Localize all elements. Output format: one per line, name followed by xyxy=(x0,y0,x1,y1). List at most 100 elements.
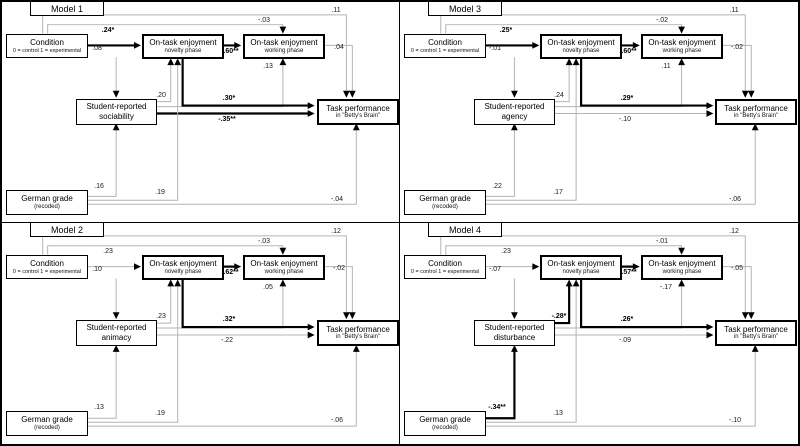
arrow-german-to-mediator xyxy=(485,344,518,420)
coef-condition-to-novelty: .25* xyxy=(499,27,513,34)
node-german-grade: German grade (recoded) xyxy=(404,190,486,215)
arrow-working-to-task xyxy=(322,44,356,98)
node-task-performance-subtitle: in "Betty's Brain" xyxy=(733,334,779,341)
node-condition-subtitle: 0 = control 1 = experimental xyxy=(410,268,480,275)
node-enjoyment-working: On-task enjoyment working phase xyxy=(243,255,325,280)
coef-novelty-to-task: .30* xyxy=(222,95,236,102)
node-enjoyment-novelty-title: On-task enjoyment xyxy=(547,259,615,269)
node-mediator: Student-reported sociability xyxy=(76,99,157,125)
arrow-condition-to-mediator xyxy=(112,278,120,320)
node-enjoyment-working-title: On-task enjoyment xyxy=(250,38,318,48)
node-task-performance: Task performance in "Betty's Brain" xyxy=(715,320,797,346)
coef-german-to-mediator: -.34** xyxy=(488,404,506,411)
model-title-label: Model 3 xyxy=(448,3,482,14)
arrow-novelty-to-working xyxy=(620,42,640,49)
arrow-novelty-to-task xyxy=(579,279,714,331)
coef-condition-to-novelty: .23 xyxy=(501,248,511,255)
path-arrows-layer xyxy=(440,14,759,205)
node-enjoyment-novelty: On-task enjoyment novelty phase xyxy=(540,34,622,59)
node-mediator-title: Student-reported xyxy=(86,102,147,112)
arrow-mediator-to-task xyxy=(554,110,714,117)
arrow-condition-to-mediator xyxy=(511,278,518,320)
arrow-novelty-to-task xyxy=(579,58,714,109)
node-enjoyment-novelty-title: On-task enjoyment xyxy=(149,259,217,269)
node-task-performance-subtitle: in "Betty's Brain" xyxy=(733,113,779,120)
arrow-condition-to-working xyxy=(445,24,685,34)
node-enjoyment-working-title: On-task enjoyment xyxy=(648,259,716,269)
node-german-grade-subtitle: (recoded) xyxy=(34,424,60,431)
arrow-mediator-to-task xyxy=(155,331,315,339)
coef-novelty-to-task: .32* xyxy=(222,316,236,323)
arrow-german-to-novelty xyxy=(485,58,580,201)
node-enjoyment-working: On-task enjoyment working phase xyxy=(641,34,723,59)
coef-german-to-novelty: .17 xyxy=(553,189,563,196)
arrow-german-to-task xyxy=(485,123,759,205)
coef-condition-to-working: -.03 xyxy=(257,238,271,245)
arrow-german-to-novelty xyxy=(485,279,580,423)
coef-mediator-to-working: .11 xyxy=(661,63,671,70)
coef-german-to-mediator: .22 xyxy=(492,183,502,190)
node-task-performance: Task performance in "Betty's Brain" xyxy=(715,99,797,125)
coef-condition-to-working: -.01 xyxy=(655,238,669,245)
coef-condition-to-novelty: .23 xyxy=(103,248,113,255)
node-german-grade-subtitle: (recoded) xyxy=(432,203,458,210)
node-enjoyment-novelty-subtitle: novelty phase xyxy=(164,268,202,275)
node-mediator-subtitle: agency xyxy=(501,112,528,121)
coef-condition-to-task: .12 xyxy=(331,228,341,235)
arrow-condition-to-novelty xyxy=(87,42,141,49)
node-condition-title: Condition xyxy=(30,258,64,268)
coef-mediator-to-task: -.22 xyxy=(220,337,234,344)
arrow-condition-to-novelty xyxy=(485,263,540,270)
path-arrows-layer xyxy=(440,235,759,427)
coef-condition-to-task: .11 xyxy=(331,7,341,14)
arrow-mediator-to-novelty xyxy=(554,58,573,103)
node-task-performance-title: Task performance xyxy=(724,324,788,334)
node-german-grade-title: German grade xyxy=(21,194,73,204)
node-enjoyment-novelty: On-task enjoyment novelty phase xyxy=(540,255,622,280)
coef-german-to-novelty: .19 xyxy=(155,189,165,196)
arrow-condition-to-working xyxy=(445,245,685,255)
node-german-grade: German grade (recoded) xyxy=(6,411,88,436)
arrow-german-to-novelty xyxy=(87,58,182,201)
node-enjoyment-working: On-task enjoyment working phase xyxy=(641,255,723,280)
node-enjoyment-working-subtitle: working phase xyxy=(662,47,702,54)
coef-mediator-to-working: -.17 xyxy=(659,284,673,291)
node-condition-subtitle: 0 = control 1 = experimental xyxy=(410,47,480,54)
model-title-label: Model 2 xyxy=(50,224,84,235)
path-arrows-layer xyxy=(42,235,360,427)
coef-german-to-mediator: .13 xyxy=(94,404,104,411)
node-task-performance-subtitle: in "Betty's Brain" xyxy=(335,334,381,341)
node-condition-title: Condition xyxy=(30,37,64,47)
node-enjoyment-novelty-subtitle: novelty phase xyxy=(562,268,600,275)
arrow-condition-to-novelty xyxy=(87,263,141,270)
node-enjoyment-novelty-title: On-task enjoyment xyxy=(547,38,615,48)
coef-german-to-task: -.06 xyxy=(728,196,742,203)
node-condition-subtitle: 0 = control 1 = experimental xyxy=(12,47,82,54)
arrow-condition-to-working xyxy=(47,245,287,255)
coef-condition-to-working: -.02 xyxy=(655,17,669,24)
arrow-german-to-novelty xyxy=(87,279,182,423)
coef-working-to-task: -.02 xyxy=(730,44,744,51)
model-title: Model 3 xyxy=(428,1,502,16)
arrow-german-to-mediator xyxy=(87,344,120,419)
node-mediator-subtitle: sociability xyxy=(99,112,134,121)
node-mediator-title: Student-reported xyxy=(484,102,545,112)
coef-condition-to-mediator: .08 xyxy=(92,45,102,52)
coef-condition-to-mediator: -.01 xyxy=(488,45,502,52)
arrow-mediator-to-novelty xyxy=(155,279,175,324)
model-panel: Model 2 Condition 0 = control 1 = experi… xyxy=(1,222,400,445)
arrow-condition-to-task xyxy=(42,235,350,320)
node-enjoyment-working-title: On-task enjoyment xyxy=(648,38,716,48)
coef-condition-to-novelty: .24* xyxy=(101,27,115,34)
node-condition-subtitle: 0 = control 1 = experimental xyxy=(12,268,82,275)
node-task-performance: Task performance in "Betty's Brain" xyxy=(317,99,399,125)
node-condition-title: Condition xyxy=(428,37,462,47)
node-german-grade-subtitle: (recoded) xyxy=(432,424,458,431)
coef-condition-to-task: .12 xyxy=(729,228,739,235)
node-enjoyment-working-subtitle: working phase xyxy=(264,268,304,275)
node-task-performance-title: Task performance xyxy=(724,103,788,113)
arrow-novelty-to-working xyxy=(222,42,242,49)
coef-mediator-to-task: -.09 xyxy=(618,337,632,344)
node-mediator-title: Student-reported xyxy=(484,323,545,333)
model-panel: Model 4 Condition 0 = control 1 = experi… xyxy=(399,222,799,445)
